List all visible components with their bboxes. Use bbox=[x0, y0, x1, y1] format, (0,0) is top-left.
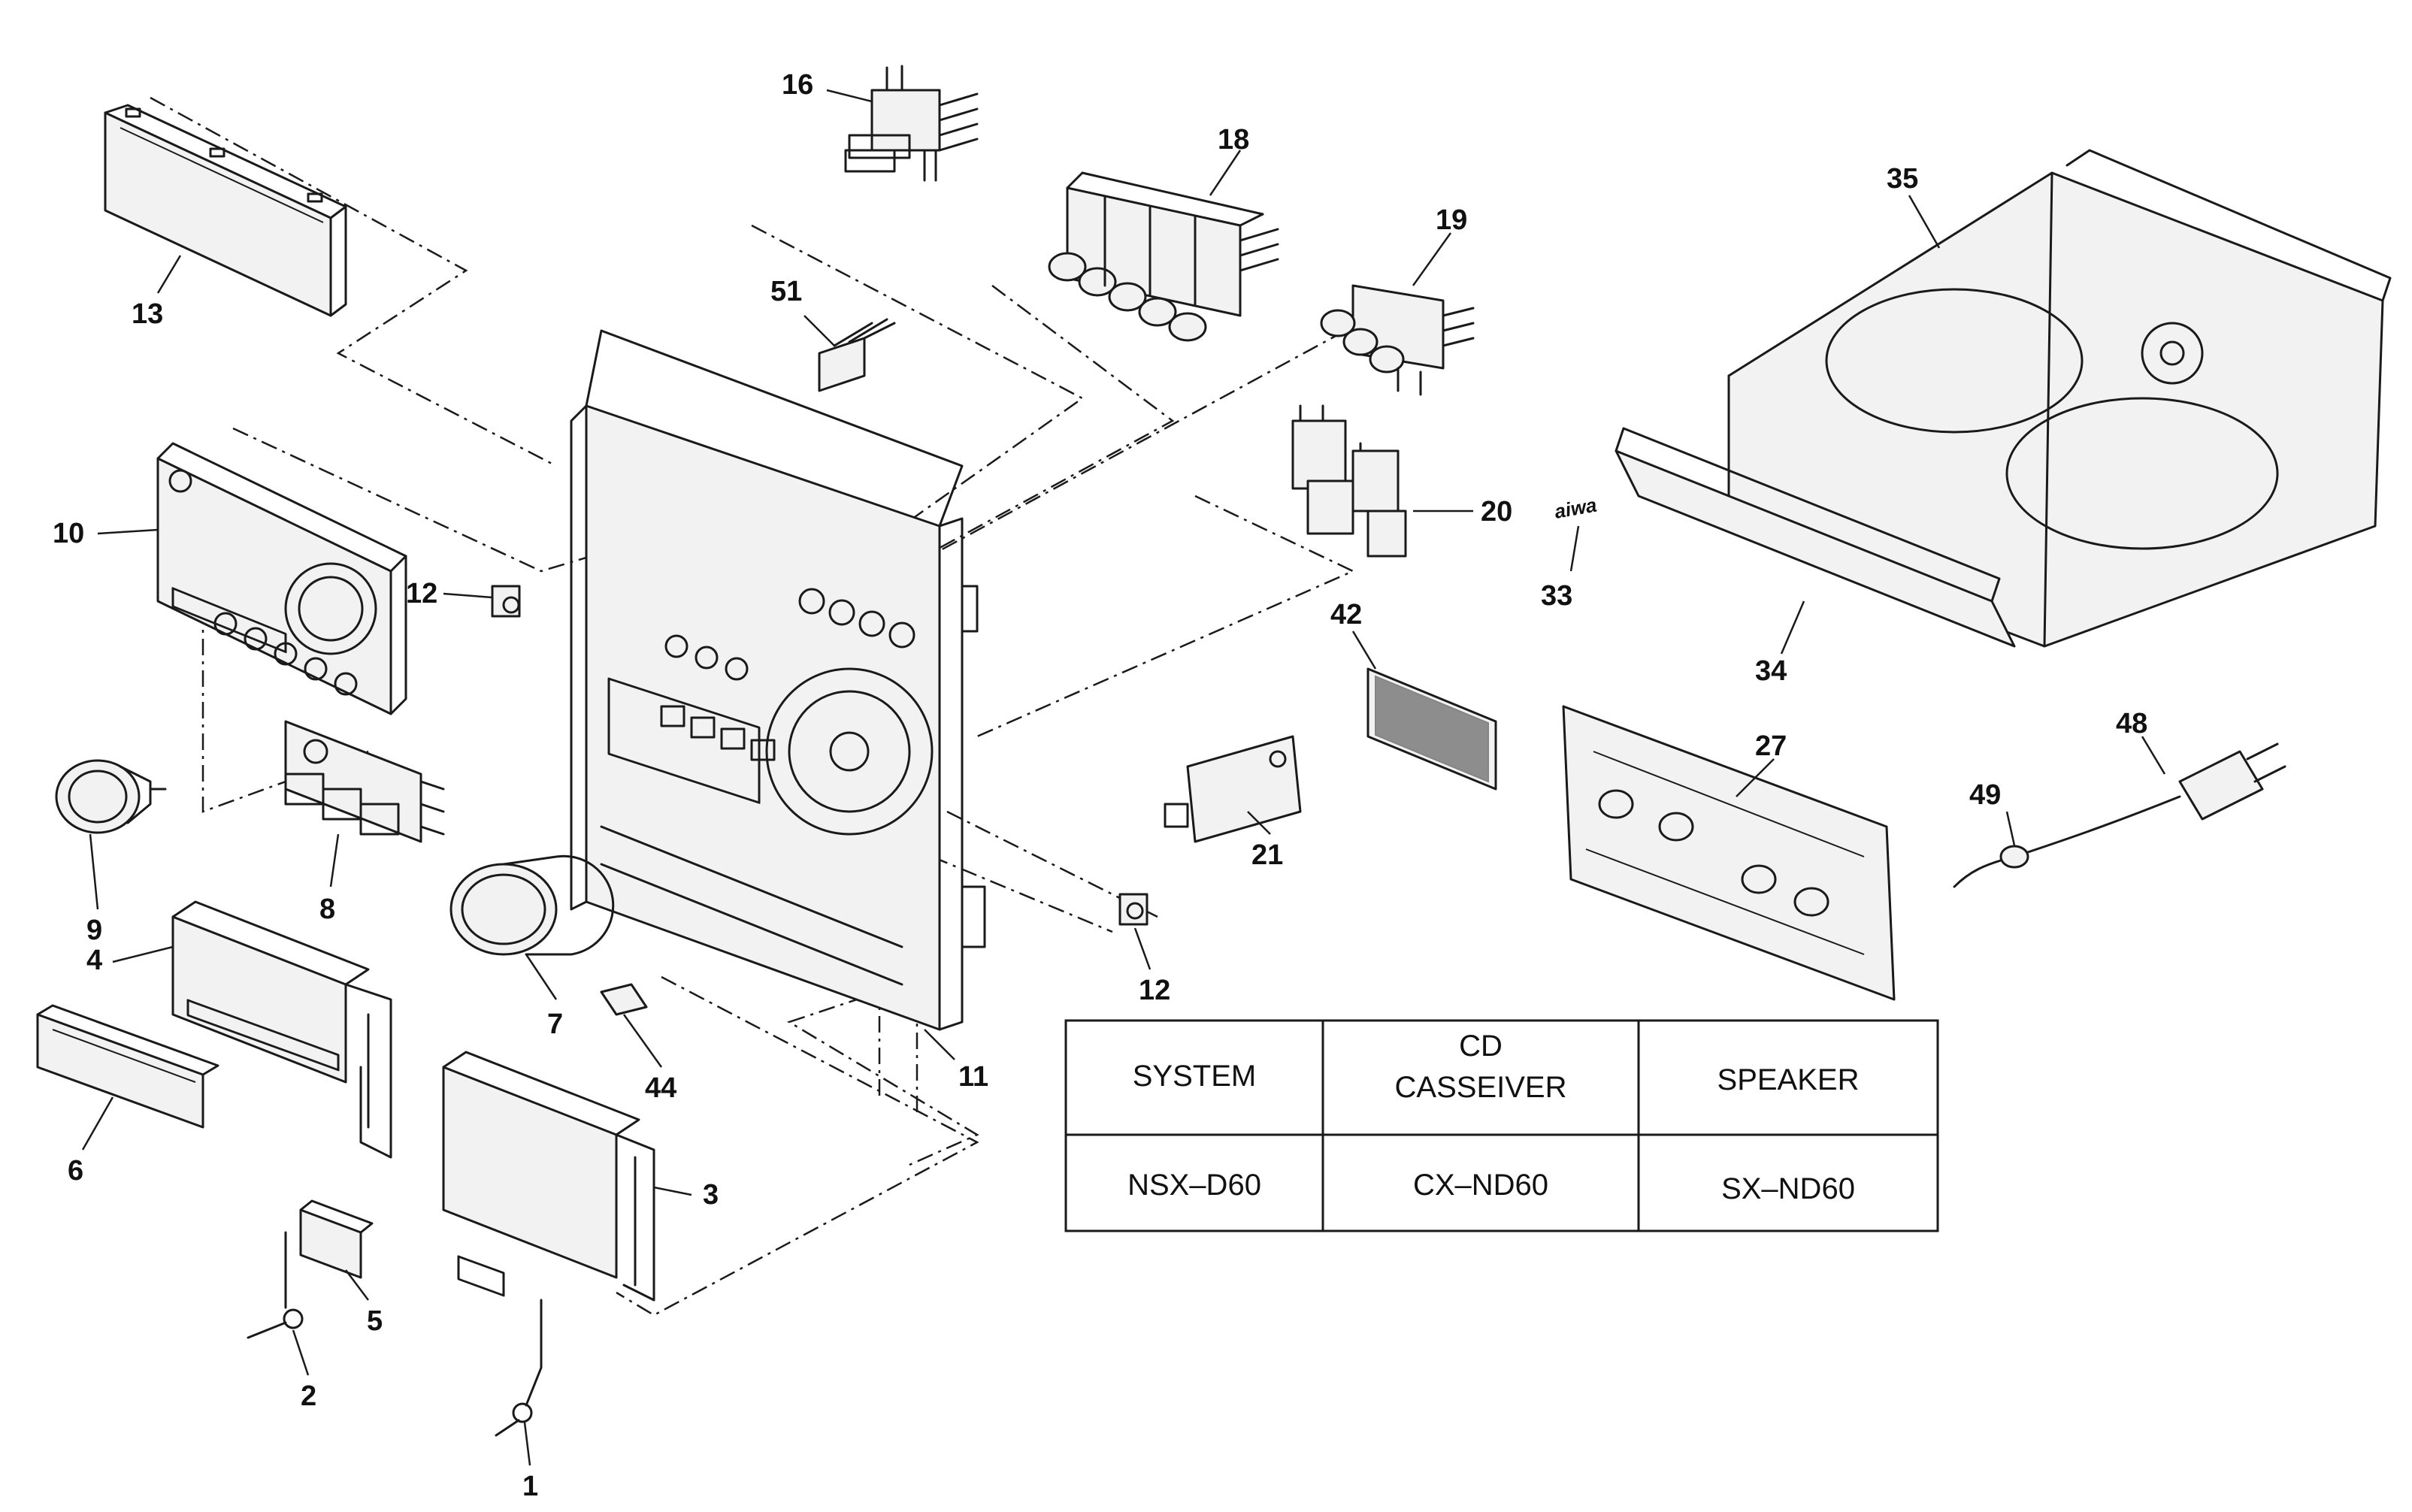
part-10-front-panel bbox=[156, 442, 407, 715]
callout-20: 20 bbox=[1481, 496, 1512, 528]
table-cell-speaker-model: SX–ND60 bbox=[1721, 1172, 1855, 1205]
callout-42: 42 bbox=[1330, 599, 1362, 631]
part-9-knob bbox=[55, 759, 167, 834]
part-12-clip-upper bbox=[491, 585, 521, 618]
table-cell-casseiver-model: CX–ND60 bbox=[1413, 1169, 1548, 1202]
callout-48: 48 bbox=[2116, 708, 2147, 739]
callout-19: 19 bbox=[1436, 204, 1467, 236]
part-3-cassette-mechanism bbox=[442, 1051, 655, 1302]
model-table-border bbox=[1064, 1019, 1939, 1232]
callout-33: 33 bbox=[1541, 580, 1572, 612]
callout-7: 7 bbox=[547, 1009, 563, 1040]
part-13-display-cover bbox=[104, 104, 347, 317]
part-44-spacer bbox=[600, 983, 648, 1016]
callout-21: 21 bbox=[1251, 839, 1283, 871]
table-header-cd: CD bbox=[1459, 1030, 1503, 1063]
part-34-tray-front bbox=[1615, 427, 2016, 648]
part-35-cd-changer bbox=[1727, 149, 2392, 648]
callout-44: 44 bbox=[645, 1072, 676, 1104]
leader-lines bbox=[81, 89, 2166, 1466]
callout-4: 4 bbox=[86, 945, 102, 976]
callout-18: 18 bbox=[1218, 124, 1249, 156]
table-header-casseiver: CASSEIVER bbox=[1395, 1071, 1567, 1104]
callout-35: 35 bbox=[1887, 163, 1918, 195]
part-51-switch bbox=[818, 318, 896, 392]
part-11-front-chassis bbox=[570, 329, 986, 1031]
callout-5: 5 bbox=[367, 1305, 383, 1337]
part-19-knob-bracket bbox=[1320, 284, 1475, 396]
callout-11: 11 bbox=[958, 1061, 988, 1093]
table-header-speaker: SPEAKER bbox=[1717, 1063, 1860, 1096]
part-42-display-window bbox=[1366, 667, 1497, 791]
table-header-system: SYSTEM bbox=[1133, 1060, 1256, 1093]
part-7-volume-knob bbox=[449, 854, 615, 956]
callout-6: 6 bbox=[68, 1155, 83, 1187]
callout-16: 16 bbox=[782, 69, 813, 101]
callout-1: 1 bbox=[522, 1471, 538, 1502]
callout-13: 13 bbox=[132, 298, 163, 330]
part-18-knobs bbox=[1048, 252, 1207, 342]
brand-badge-text: aiwa bbox=[1553, 494, 1599, 523]
callout-49: 49 bbox=[1969, 779, 2001, 811]
part-18-knob-bracket bbox=[1048, 171, 1279, 342]
part-27-main-board bbox=[1562, 705, 1896, 1001]
callout-51: 51 bbox=[770, 276, 802, 307]
part-20-switch-holders bbox=[1291, 404, 1407, 558]
table-cell-system-model: NSX–D60 bbox=[1127, 1169, 1261, 1202]
part-12-clip-lower bbox=[1118, 893, 1148, 926]
part-4-cassette-holder bbox=[171, 900, 392, 1159]
chassis-buttons bbox=[660, 588, 915, 761]
callout-9: 9 bbox=[86, 915, 102, 946]
part-8-switch-board bbox=[284, 720, 445, 843]
callout-12-lower: 12 bbox=[1139, 975, 1170, 1006]
callout-3: 3 bbox=[703, 1179, 719, 1211]
callout-2: 2 bbox=[301, 1380, 316, 1412]
model-table: SYSTEM CD CASSEIVER SPEAKER NSX–D60 CX–N… bbox=[1064, 1019, 1939, 1232]
part-16-switch-block bbox=[844, 65, 979, 182]
callout-34: 34 bbox=[1755, 655, 1787, 687]
part-6-cassette-door bbox=[36, 1004, 219, 1129]
part-2-spring bbox=[247, 1231, 304, 1339]
callout-27: 27 bbox=[1755, 730, 1787, 762]
part-33-brand-badge: aiwa bbox=[1553, 494, 1599, 523]
callout-10: 10 bbox=[53, 518, 84, 549]
part-1-spring bbox=[495, 1299, 543, 1437]
callout-numbers: 16 18 19 20 51 13 10 12 9 8 7 44 11 4 6 … bbox=[53, 69, 2147, 1502]
callout-12-upper: 12 bbox=[406, 578, 437, 609]
callout-8: 8 bbox=[319, 894, 335, 925]
part-48-49-power-cord bbox=[1953, 742, 2286, 888]
part-5-cover bbox=[299, 1199, 374, 1279]
part-21-circuit-board bbox=[1164, 735, 1302, 843]
